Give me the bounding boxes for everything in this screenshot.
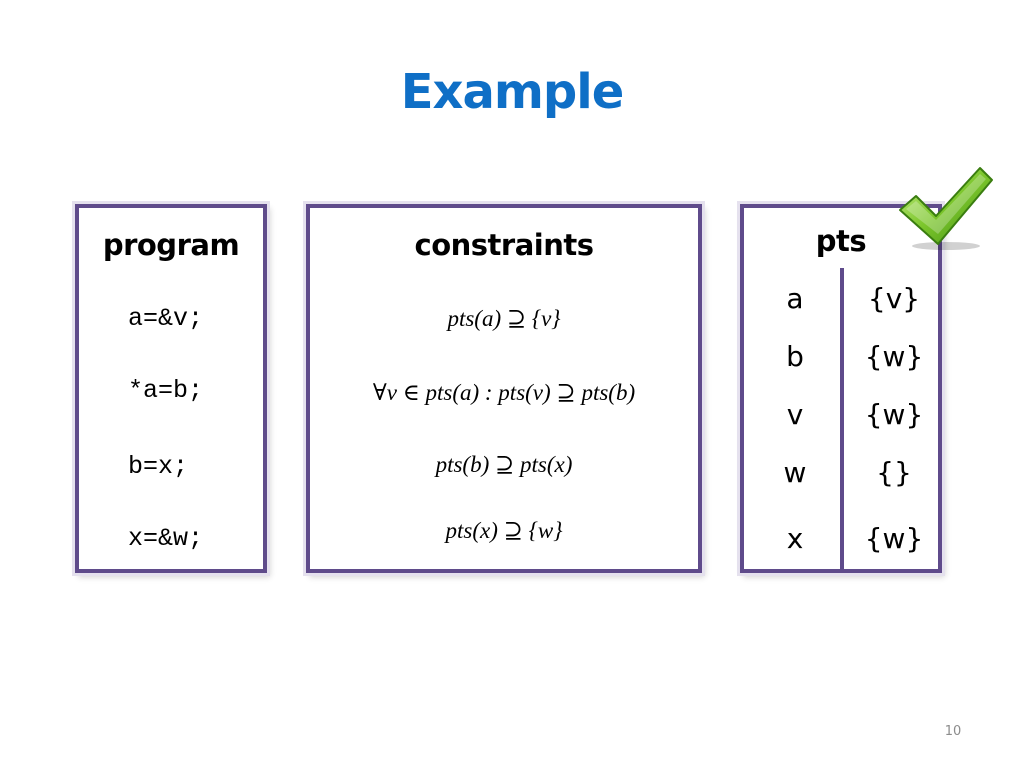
pts-set: {} — [876, 456, 912, 489]
program-line: b=x; — [128, 452, 189, 481]
pts-variable: x — [786, 522, 804, 555]
pts-variable: b — [786, 340, 804, 373]
pts-heading: pts — [815, 224, 867, 258]
program-heading: program — [102, 228, 240, 262]
pts-variable: v — [786, 398, 804, 431]
constraint-line: pts(a) ⊇ {v} — [447, 306, 561, 331]
pts-box: pts a {v} b {w} v {w} w {} x {w} — [740, 204, 942, 573]
pts-variable: w — [783, 456, 807, 489]
program-line: x=&w; — [128, 524, 204, 553]
constraint-line: pts(b) ⊇ pts(x) — [435, 452, 573, 477]
pts-set: {w} — [864, 340, 924, 373]
pts-set: {v} — [867, 282, 921, 315]
constraints-box: constraints pts(a) ⊇ {v} ∀v ∈ pts(a) : p… — [306, 204, 702, 573]
program-line: *a=b; — [128, 376, 204, 405]
checkmark-icon — [899, 167, 993, 250]
program-line: a=&v; — [128, 304, 204, 333]
pts-set: {w} — [864, 522, 924, 555]
constraints-heading: constraints — [414, 228, 594, 262]
page-number: 10 — [944, 724, 962, 739]
constraint-line: ∀v ∈ pts(a) : pts(v) ⊇ pts(b) — [372, 380, 636, 405]
constraint-line: pts(x) ⊇ {w} — [445, 518, 563, 543]
pts-variable: a — [786, 282, 804, 315]
pts-column-divider — [840, 268, 844, 569]
program-box: program a=&v; *a=b; b=x; x=&w; — [75, 204, 267, 573]
slide-title: Example — [400, 64, 625, 120]
pts-set: {w} — [864, 398, 924, 431]
